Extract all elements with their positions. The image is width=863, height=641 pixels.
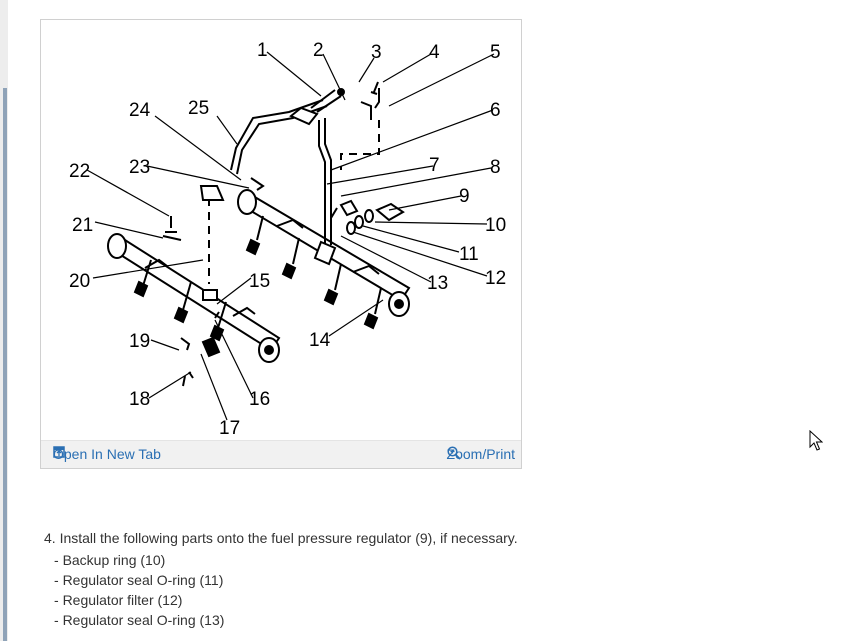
callout-18: 18 <box>129 389 150 410</box>
zoom-magnifier-icon <box>446 446 461 460</box>
callout-23: 23 <box>129 157 150 178</box>
list-item: - Regulator seal O-ring (13) <box>54 612 225 628</box>
left-scroll-rail <box>3 88 7 641</box>
open-in-new-tab-link[interactable]: Open In New Tab <box>53 446 161 462</box>
list-item: - Regulator seal O-ring (11) <box>54 572 224 588</box>
instructions: 4. Install the following parts onto the … <box>44 530 518 630</box>
callout-5: 5 <box>490 42 501 63</box>
list-item-text: Regulator seal O-ring (11) <box>62 572 224 588</box>
callout-16: 16 <box>249 389 270 410</box>
zoom-print-label: Zoom/Print <box>446 446 515 462</box>
callout-13: 13 <box>427 273 448 294</box>
callout-10: 10 <box>485 215 506 236</box>
fuel-rail-diagram-figure: 1 2 3 4 5 6 7 8 9 10 11 12 13 14 15 16 1… <box>40 19 522 469</box>
vacuum-line <box>340 120 380 170</box>
callout-20: 20 <box>69 271 90 292</box>
window-left-edge <box>0 0 8 641</box>
fuel-rail-diagram: 1 2 3 4 5 6 7 8 9 10 11 12 13 14 15 16 1… <box>69 40 506 439</box>
mouse-cursor-icon <box>809 430 823 451</box>
callout-12: 12 <box>485 268 506 289</box>
fuel-pressure-regulator <box>375 202 405 222</box>
step-4-text: 4. Install the following parts onto the … <box>44 530 518 546</box>
callout-25: 25 <box>188 98 209 119</box>
callout-21: 21 <box>72 215 93 236</box>
list-item: - Backup ring (10) <box>54 552 166 568</box>
zoom-print-link[interactable]: Zoom/Print <box>447 446 515 462</box>
figure-footer: Open In New Tab Zoom/Print <box>41 440 521 468</box>
callout-7: 7 <box>429 155 440 176</box>
callout-6: 6 <box>490 100 501 121</box>
callout-1: 1 <box>257 40 268 61</box>
callout-3: 3 <box>371 42 382 63</box>
callout-8: 8 <box>490 157 501 178</box>
callout-24: 24 <box>129 100 151 121</box>
parts-list: - Backup ring (10) - Regulator seal O-ri… <box>44 550 518 630</box>
callout-11: 11 <box>459 244 479 265</box>
callout-15: 15 <box>249 271 270 292</box>
callout-17: 17 <box>219 418 240 439</box>
list-item-text: Regulator seal O-ring (13) <box>62 612 225 628</box>
list-item-text: Regulator filter (12) <box>62 592 183 608</box>
callout-22: 22 <box>69 161 90 182</box>
list-item-text: Backup ring (10) <box>62 552 166 568</box>
list-item: - Regulator filter (12) <box>54 592 183 608</box>
callout-14: 14 <box>309 330 331 351</box>
callout-9: 9 <box>459 186 470 207</box>
callout-4: 4 <box>429 42 440 63</box>
open-in-new-tab-label: Open In New Tab <box>53 446 161 462</box>
callout-19: 19 <box>129 331 150 352</box>
new-tab-icon <box>53 446 65 458</box>
callout-2: 2 <box>313 40 324 61</box>
